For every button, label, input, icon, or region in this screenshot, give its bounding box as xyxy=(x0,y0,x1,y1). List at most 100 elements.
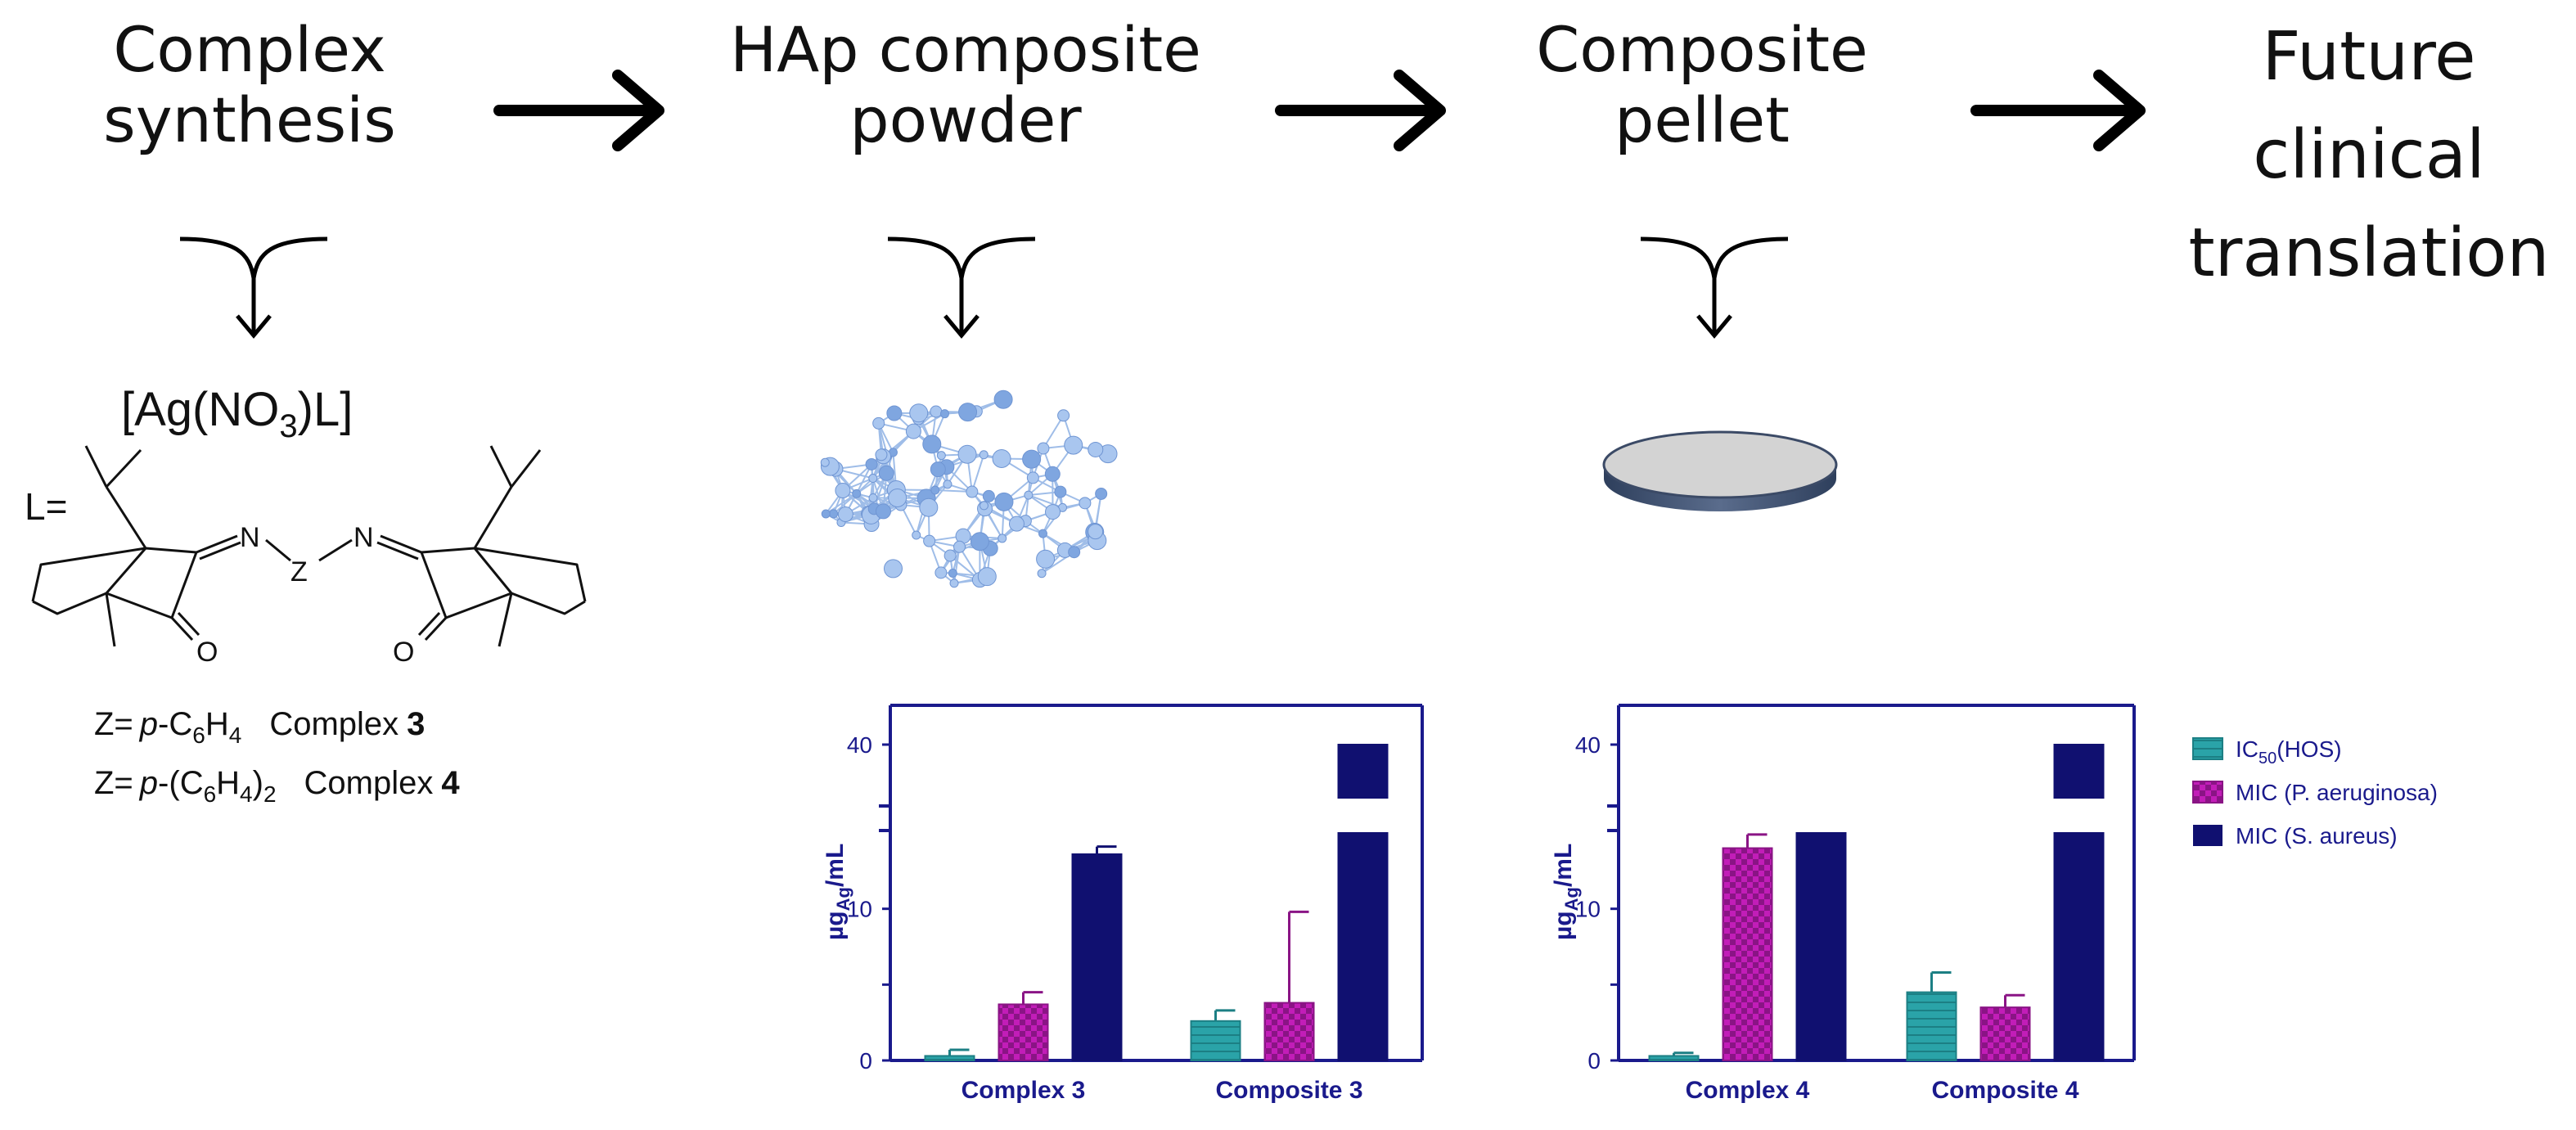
powder-atom xyxy=(919,497,939,517)
powder-atom xyxy=(1079,497,1092,510)
powder-atom xyxy=(922,434,942,454)
legend-swatch-ic50 xyxy=(2192,737,2223,760)
powder-atom xyxy=(1024,490,1034,500)
powder-atom xyxy=(934,566,948,579)
powder-bond xyxy=(1043,415,1065,449)
bar xyxy=(1190,1020,1241,1062)
powder-atom xyxy=(1064,435,1083,455)
composite-pellet-illustration xyxy=(1602,430,1838,511)
powder-atom xyxy=(982,489,995,502)
ligand-label: L= xyxy=(25,485,67,528)
legend-swatch-mic-sa xyxy=(2193,825,2222,846)
powder-atom xyxy=(868,493,878,502)
step-future-clinical-translation: Future clinical translation xyxy=(2177,8,2561,303)
powder-atom xyxy=(886,405,903,421)
complex-formula: [Ag(NO3)L] xyxy=(121,383,353,444)
step-label: HAp composite powder xyxy=(730,13,1201,156)
funnel-arrow-2 xyxy=(887,236,1036,339)
powder-atom xyxy=(835,482,851,498)
powder-atom xyxy=(1088,441,1104,457)
powder-atom xyxy=(912,530,921,540)
step-composite-pellet: Composite pellet xyxy=(1489,15,1915,155)
bar xyxy=(1722,847,1773,1061)
arrow-1 xyxy=(493,70,664,151)
svg-text:N: N xyxy=(354,522,374,553)
powder-atom xyxy=(923,534,936,547)
powder-atom xyxy=(852,488,862,498)
x-category-label: Composite 3 xyxy=(1215,1077,1362,1104)
powder-atom xyxy=(943,479,952,489)
y-tick-label: 0 xyxy=(1587,1048,1601,1074)
powder-atom xyxy=(1038,529,1047,538)
powder-atom xyxy=(1037,569,1047,579)
hap-powder-illustration xyxy=(820,389,1118,588)
powder-atom xyxy=(948,568,957,578)
bar xyxy=(1979,1006,2031,1061)
powder-atom xyxy=(1036,549,1056,569)
svg-text:Z: Z xyxy=(290,556,308,588)
powder-atom xyxy=(1045,504,1061,520)
legend-label-mic-sa: MIC (S. aureus) xyxy=(2236,823,2398,849)
bar xyxy=(1337,832,1389,1061)
powder-atom xyxy=(998,533,1007,543)
bar xyxy=(924,1055,975,1061)
arrow-3 xyxy=(1970,70,2146,151)
powder-atom xyxy=(865,457,878,470)
svg-text:N: N xyxy=(240,522,260,553)
y-tick-label: 10 xyxy=(1575,897,1601,922)
powder-atom xyxy=(940,409,950,419)
bar xyxy=(1648,1055,1700,1061)
y-tick-label: 40 xyxy=(847,732,872,758)
ligand-atom-labels: N Z N O O xyxy=(196,522,414,668)
step-label: Complex synthesis xyxy=(103,13,396,156)
y-tick-label: 40 xyxy=(1575,732,1601,758)
bar xyxy=(2053,832,2105,1061)
y-axis-label: µgAg/mL xyxy=(822,844,853,940)
step-complex-synthesis: Complex synthesis xyxy=(57,15,442,155)
y-tick-label: 0 xyxy=(859,1048,872,1074)
y-tick-label: 10 xyxy=(847,897,872,922)
powder-atom xyxy=(994,492,1014,511)
powder-atom xyxy=(837,506,853,522)
funnel-arrow-1 xyxy=(179,236,328,339)
powder-atom xyxy=(1095,487,1108,500)
powder-atom xyxy=(958,403,978,422)
bar-upper xyxy=(2053,744,2105,799)
legend-label-ic50: IC50(HOS) xyxy=(2236,736,2342,768)
powder-atom xyxy=(1054,485,1067,498)
powder-atom xyxy=(970,532,989,551)
y-axis-label: µgAg/mL xyxy=(1550,844,1582,940)
powder-atom xyxy=(949,579,959,588)
powder-atom xyxy=(1022,449,1042,469)
powder-atom xyxy=(821,509,831,519)
powder-atom xyxy=(992,448,1011,468)
x-category-label: Composite 4 xyxy=(1931,1077,2078,1104)
arrow-2 xyxy=(1275,70,1446,151)
powder-atom xyxy=(930,461,946,478)
powder-atom xyxy=(905,423,921,439)
step-hap-composite-powder: HAp composite powder xyxy=(679,15,1252,155)
chart-legend: IC50(HOS) MIC (P. aeruginosa) MIC (S. au… xyxy=(2192,736,2438,849)
powder-bond xyxy=(971,454,985,493)
powder-atom xyxy=(953,540,966,553)
powder-atom xyxy=(888,488,907,507)
powder-atom xyxy=(1008,515,1025,532)
bar xyxy=(1906,991,1957,1061)
powder-atom xyxy=(1044,466,1061,482)
powder-atom xyxy=(868,474,878,484)
funnel-arrow-3 xyxy=(1640,236,1789,339)
bar xyxy=(1795,832,1847,1061)
x-category-label: Complex 3 xyxy=(961,1077,1086,1104)
powder-atom xyxy=(977,567,997,587)
bar xyxy=(998,1003,1049,1061)
powder-atom xyxy=(875,448,888,461)
powder-atom xyxy=(966,485,979,498)
powder-atom xyxy=(936,451,946,461)
powder-atom xyxy=(979,501,989,511)
legend-label-mic-pa: MIC (P. aeruginosa) xyxy=(2236,780,2438,805)
powder-bond xyxy=(934,489,972,493)
